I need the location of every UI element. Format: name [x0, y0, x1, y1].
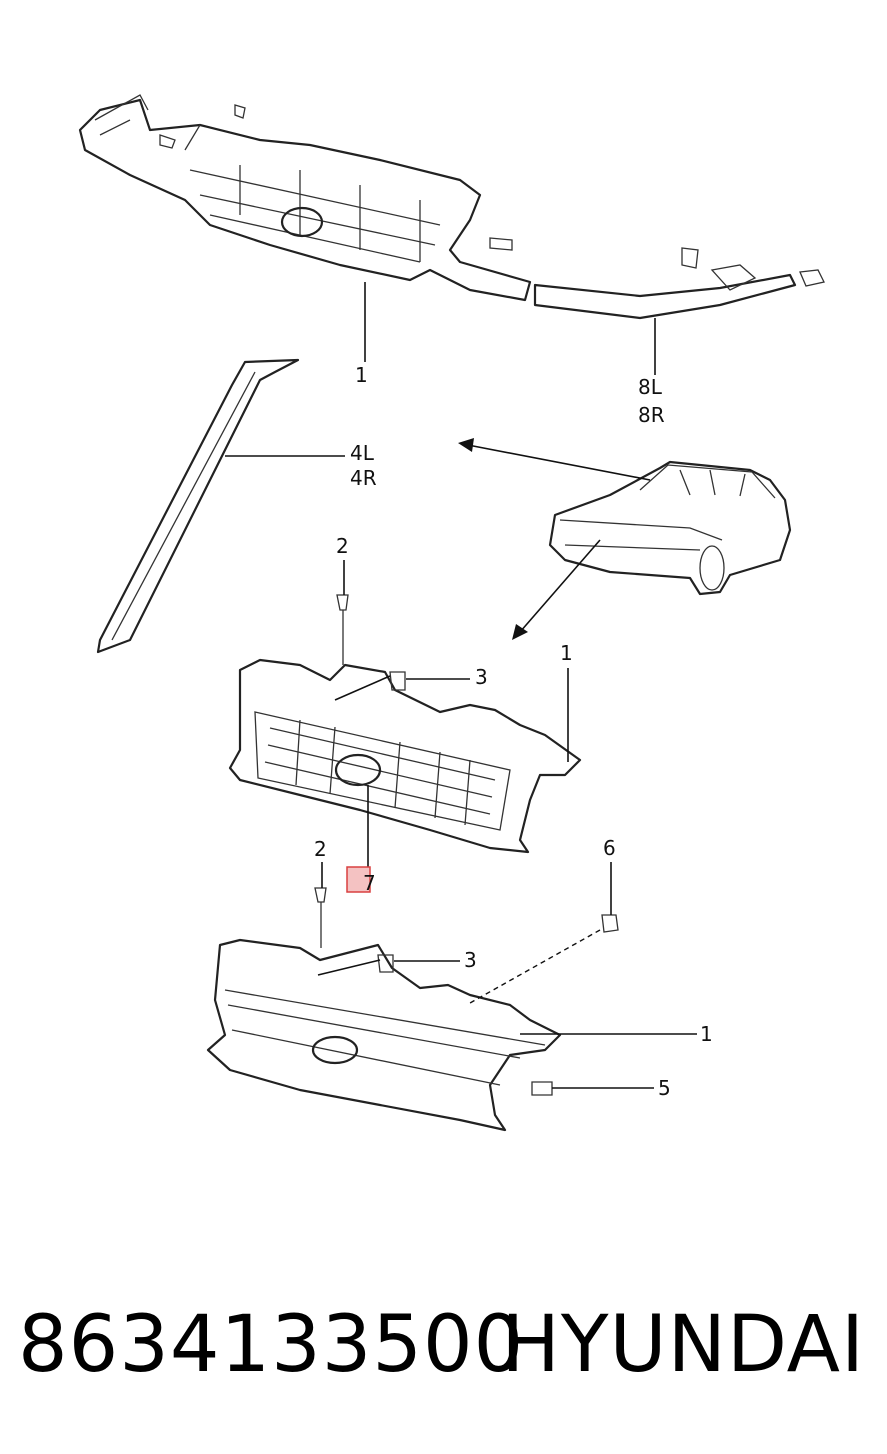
clip-lower	[377, 954, 394, 973]
callout-molding-left: 8L	[638, 375, 663, 399]
callout-grille-middle: 1	[560, 641, 573, 665]
callout-clip-lower: 3	[464, 948, 477, 972]
callout-top-grille: 1	[355, 363, 368, 387]
clip-upper	[389, 671, 406, 691]
callout-emblem: 7	[363, 871, 376, 895]
pillar-trim	[96, 358, 300, 654]
screw	[531, 1081, 553, 1096]
callout-bolt-upper: 2	[336, 534, 349, 558]
brand-name: HYUNDAI	[501, 1300, 865, 1390]
highlighted-part-marker	[346, 866, 371, 893]
callout-molding-right: 8R	[638, 403, 665, 427]
callout-pillar-left: 4L	[350, 441, 375, 465]
callout-clip-upper: 3	[475, 665, 488, 689]
middle-grille	[228, 658, 582, 854]
bolt-lower	[314, 887, 327, 948]
callout-grille-lower: 1	[700, 1022, 713, 1046]
callout-pillar-right: 4R	[350, 466, 377, 490]
part-number: 8634133500	[18, 1300, 525, 1390]
car-illustration	[548, 460, 792, 596]
callout-nut: 6	[603, 836, 616, 860]
nut	[601, 914, 619, 933]
part-caption: 8634133500 HYUNDAI	[0, 1300, 887, 1400]
callout-bolt-lower: 2	[314, 837, 327, 861]
lower-grille	[206, 938, 562, 1132]
callout-screw: 5	[658, 1076, 671, 1100]
top-grille-assembly	[78, 94, 825, 320]
bolt-upper	[336, 594, 349, 665]
